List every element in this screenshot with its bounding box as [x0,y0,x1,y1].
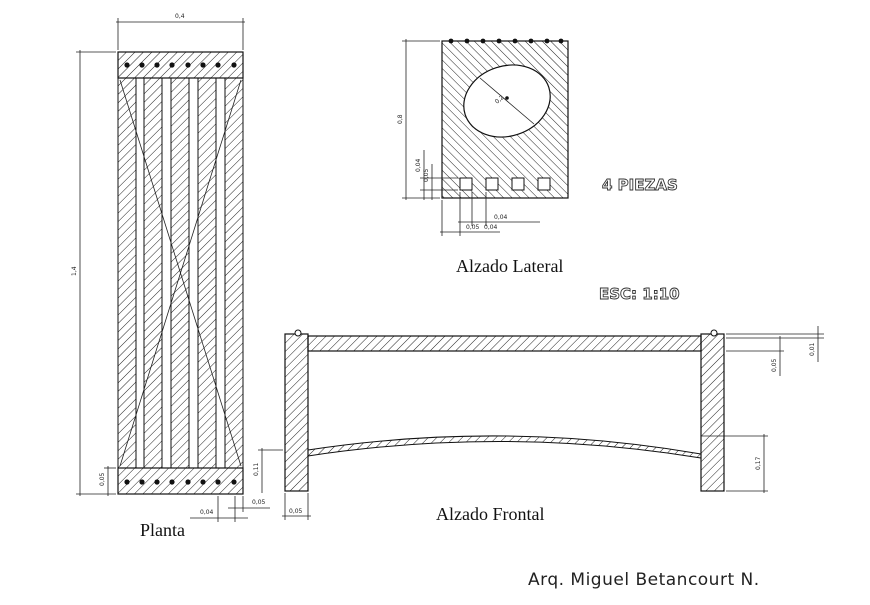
dim-plan-width: 0,4 [175,13,185,20]
side-slat-holes [459,177,551,191]
plan-slat [224,77,244,469]
plan-bolts-top [124,62,237,68]
plan-view: 0,4 1,4 0,05 0,04 0,05 Planta [71,13,270,540]
dim-front-leg-w: 0,05 [289,508,303,515]
plan-slat [143,77,163,469]
label-alzado-lateral: Alzado Lateral [456,256,563,276]
dim-side-slat-w: 0,04 [494,214,508,221]
front-left-leg [284,333,309,492]
label-alzado-frontal: Alzado Frontal [436,504,544,524]
plan-top-board [117,51,244,79]
plan-slat [170,77,190,469]
dim-plan-slat: 0,04 [200,509,214,516]
dim-side-slat-h: 0,04 [415,158,422,172]
dim-front-rail: 0,05 [771,358,778,372]
front-right-leg [700,333,725,492]
plan-brace [119,79,242,467]
label-planta: Planta [140,520,185,540]
dim-front-top: 0,01 [809,342,816,356]
dim-side-diameter: 0,2 [494,94,506,106]
plan-bolts-bottom [124,479,237,485]
front-top-rail [307,335,702,352]
dim-front-arc-left: 0,11 [253,462,260,476]
dim-side-spacing-b: 0,04 [484,224,498,231]
front-arc [307,435,702,459]
dim-plan-length: 1,4 [71,266,78,276]
dim-plan-gap: 0,05 [252,499,266,506]
dim-front-arc-right: 0,17 [755,456,762,470]
dim-side-base: 0,05 [423,168,430,182]
side-elevation: 0,2 0,8 0,04 0,05 0,04 0,05 0,04 Alzado … [397,38,680,303]
plan-slat [197,77,217,469]
front-elevation: 0,01 0,05 0,17 0,11 0,05 Alzado Frontal [253,326,824,524]
plan-slat [117,77,137,469]
dim-side-height: 0,8 [397,114,404,124]
dim-side-spacing: 0,05 [466,224,480,231]
label-escala: ESC: 1:10 [599,285,680,303]
author-signature: Arq. Miguel Betancourt N. [528,570,760,590]
label-piezas: 4 PIEZAS [602,176,678,194]
side-bolts [448,38,564,44]
dim-plan-end: 0,05 [99,472,106,486]
plan-bottom-board [117,467,244,495]
